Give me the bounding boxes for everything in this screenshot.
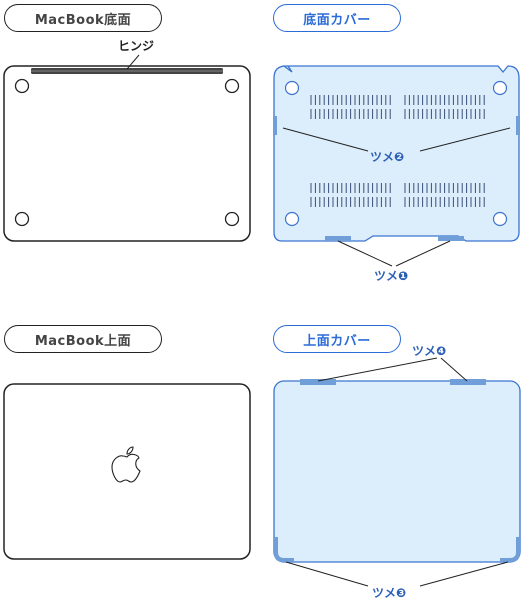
- tab3-label: ツメ❸: [372, 586, 407, 600]
- cover-hole: [284, 80, 300, 96]
- rubber-foot: [14, 78, 30, 94]
- tab1-leader: [395, 240, 451, 267]
- macbook-bottom-drawing: [3, 54, 251, 242]
- tab2-label: ツメ❷: [370, 150, 405, 164]
- macbook-top-title: MacBook上面: [4, 325, 162, 353]
- cover-hole: [492, 211, 508, 227]
- tab4-leader: [440, 357, 468, 382]
- rubber-foot: [14, 211, 30, 227]
- corner-tab: [500, 537, 520, 562]
- bottom-tab: [325, 236, 351, 241]
- hinge-label: ヒンジ: [118, 39, 155, 53]
- bottom-cover-drawing: [273, 65, 520, 267]
- tab1-label: ツメ❶: [374, 269, 409, 283]
- apple-logo-icon: [111, 446, 141, 483]
- ventilation-slots: [310, 95, 485, 207]
- top-cover-drawing: [273, 357, 521, 587]
- tab3-leader: [285, 561, 369, 587]
- side-tab: [273, 116, 277, 135]
- rubber-foot: [224, 78, 240, 94]
- rubber-foot: [224, 211, 240, 227]
- top-tab: [300, 379, 336, 385]
- top-tab: [450, 379, 486, 385]
- top-cover-title: 上面カバー: [273, 325, 401, 353]
- side-tab: [516, 116, 520, 135]
- bottom-tab: [438, 236, 464, 241]
- macbook-bottom-title: MacBook底面: [4, 4, 162, 32]
- cover-hole: [284, 211, 300, 227]
- corner-tab: [274, 537, 294, 562]
- tab1-leader: [337, 240, 393, 267]
- tab4-label: ツメ❹: [412, 344, 447, 358]
- tab2-leader: [419, 127, 511, 152]
- hinge-leader: [126, 54, 140, 70]
- macbook-top-drawing: [3, 383, 251, 560]
- cover-hole: [492, 80, 508, 96]
- tab4-leader: [317, 357, 438, 382]
- bottom-cover-title: 底面カバー: [273, 4, 401, 32]
- tab3-leader: [419, 561, 509, 587]
- tab2-leader: [282, 127, 369, 152]
